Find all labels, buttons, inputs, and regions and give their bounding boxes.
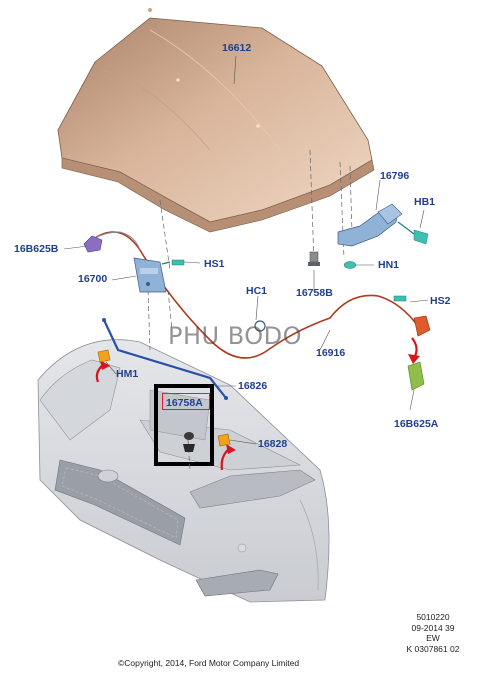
hood-hinge <box>337 203 403 247</box>
label-cable-end-left: 16B625B <box>14 243 59 255</box>
nut-hn1-part <box>343 261 357 269</box>
label-lock-assembly: 16700 <box>78 273 108 285</box>
release-cable-line <box>91 231 419 359</box>
watermark: PHU BODO <box>168 322 303 350</box>
rod-grommet-part <box>183 432 195 452</box>
screw-hs1-part <box>161 259 185 266</box>
hood-panel <box>57 8 375 233</box>
label-bump-stop: 16758B <box>296 287 333 299</box>
cable-sheath <box>91 231 141 251</box>
cable-end-right-part <box>407 361 425 391</box>
drawing-date: 09-2014 39 <box>411 622 455 633</box>
clip-hc1-part <box>254 320 266 332</box>
front-end-assembly <box>37 339 330 603</box>
arrow-heads <box>100 354 420 454</box>
rod-clip-part <box>217 433 231 447</box>
label-release-cable: 16916 <box>316 347 346 359</box>
drawing-code: 5010220 <box>416 612 450 622</box>
label-rod-grommet: 16758A <box>166 397 203 409</box>
label-screw-hs1: HS1 <box>204 258 225 270</box>
cable-end-left-part <box>83 235 103 253</box>
label-rod-clip: 16828 <box>258 438 288 450</box>
label-support-rod: 16826 <box>238 380 268 392</box>
drawing-ew: EW <box>426 633 440 643</box>
drawing-reference: 5010220 09-2014 39 EW K 0307861 02 <box>396 612 470 654</box>
bolt-hb1-part <box>413 229 429 245</box>
focus-box <box>154 384 214 466</box>
cable-end-right-housing <box>413 315 431 337</box>
label-clip-hm1: HM1 <box>116 368 139 380</box>
clip-hm1-part <box>97 349 111 363</box>
bump-stop-part <box>308 251 320 266</box>
label-hinge-right: 16796 <box>380 170 410 182</box>
callout-highlight <box>162 393 210 410</box>
label-hood: 16612 <box>222 42 252 54</box>
label-nut-hn1: HN1 <box>378 259 400 271</box>
support-rod <box>102 318 228 400</box>
label-bolt-hb1: HB1 <box>414 196 436 208</box>
lock-assembly <box>133 257 167 293</box>
screw-hs2-part <box>393 295 407 302</box>
copyright-notice: ©Copyright, 2014, Ford Motor Company Lim… <box>118 658 300 668</box>
label-cable-end-right: 16B625A <box>394 418 439 430</box>
drawing-ref: K 0307861 02 <box>406 643 460 654</box>
label-clip-hc1: HC1 <box>246 285 268 297</box>
label-screw-hs2: HS2 <box>430 295 451 307</box>
leader-lines <box>63 55 429 445</box>
